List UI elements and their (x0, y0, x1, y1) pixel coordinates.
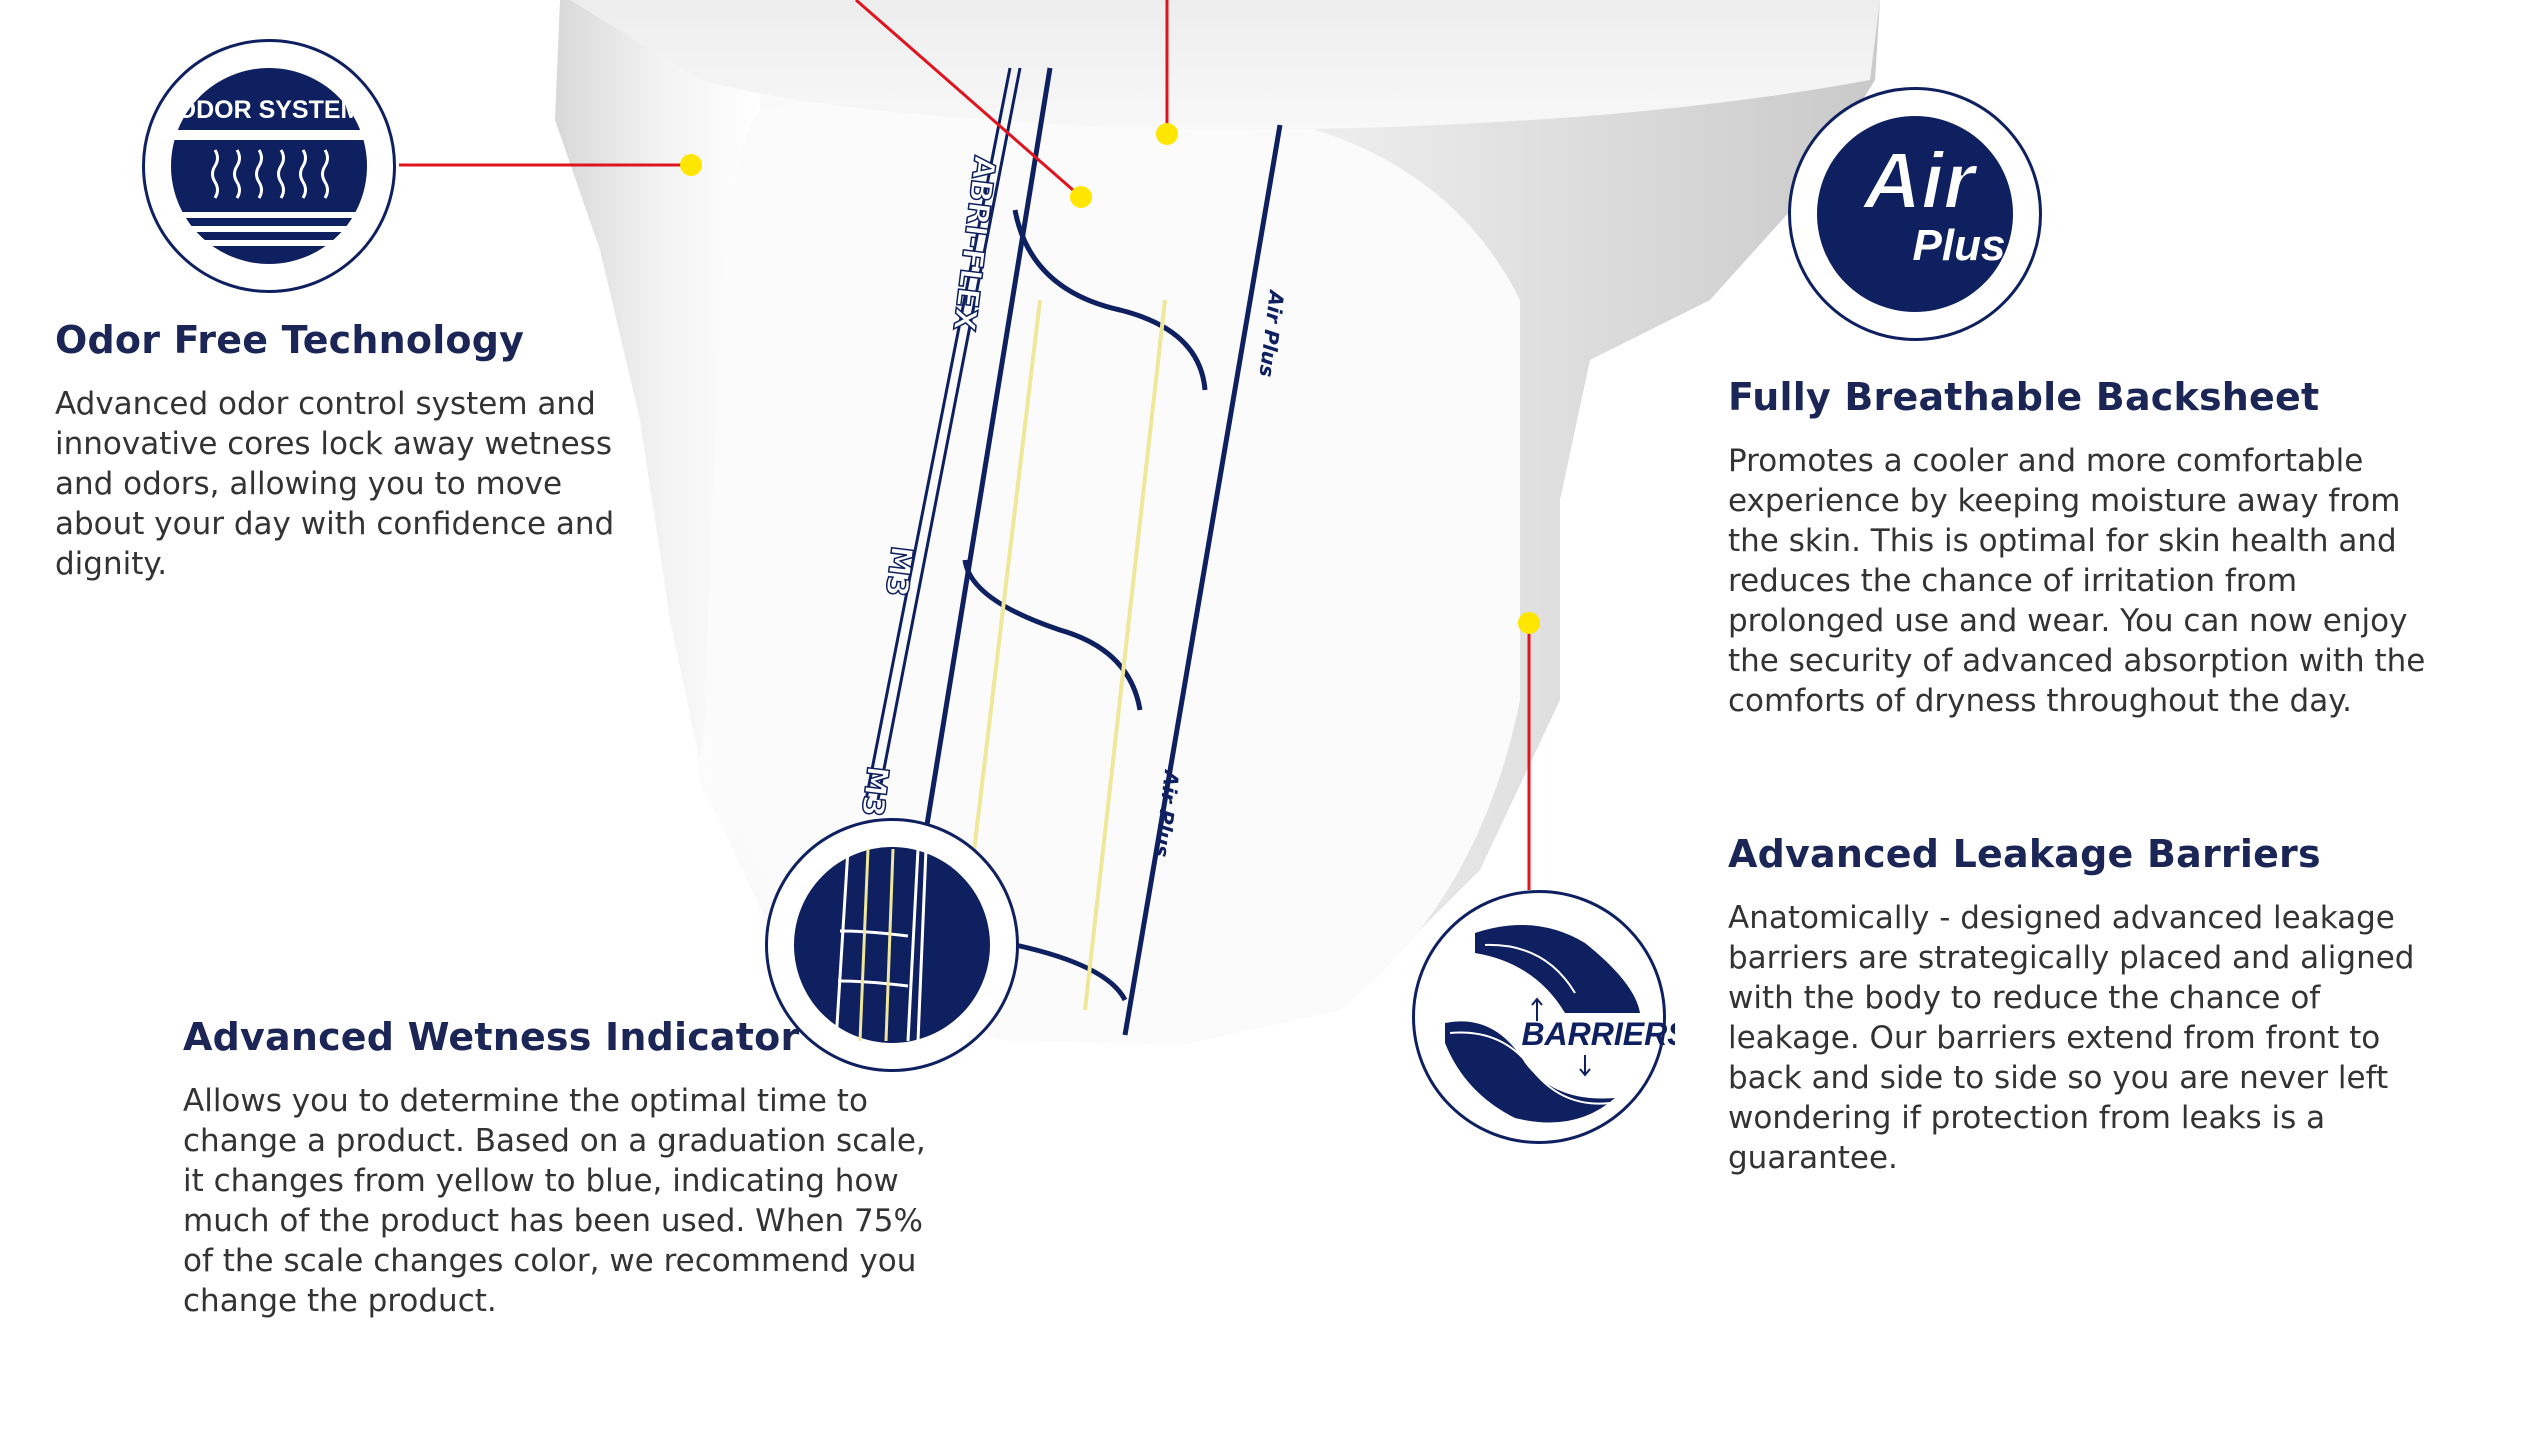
feature-odor-free: Odor Free Technology Advanced odor contr… (55, 318, 615, 584)
callout-dot (1518, 612, 1540, 634)
air-label: Air (1861, 136, 1978, 225)
feature-description: Advanced odor control system and innovat… (55, 386, 615, 582)
callout-dot (680, 154, 702, 176)
feature-description: Promotes a cooler and more comfortable e… (1728, 443, 2426, 719)
air-plus-icon: Air Plus (1817, 116, 2013, 312)
feature-title: Odor Free Technology (55, 318, 525, 362)
feature-title: Advanced Leakage Barriers (1728, 832, 2321, 876)
print-m3-2: M3 (854, 764, 895, 819)
callout-dot (1070, 186, 1092, 208)
feature-title: Advanced Wetness Indicator (183, 1015, 800, 1059)
callout-dot (1156, 123, 1178, 145)
barriers-badge: BARRIERS (1412, 890, 1675, 1144)
callout-lines (399, 0, 1540, 890)
wetness-indicator-badge (765, 818, 1019, 1072)
feature-leakage-barriers: Advanced Leakage Barriers Anatomically -… (1728, 832, 2428, 1178)
feature-description: Anatomically - designed advanced leakage… (1728, 900, 2415, 1176)
barriers-label: BARRIERS (1521, 1016, 1675, 1052)
feature-breathable-backsheet: Fully Breathable Backsheet Promotes a co… (1728, 375, 2458, 721)
print-m3: M3 (878, 544, 919, 599)
plus-label: Plus (1913, 221, 2006, 270)
air-plus-badge: Air Plus (1788, 87, 2042, 341)
feature-wetness-indicator: Advanced Wetness Indicator Allows you to… (183, 1015, 953, 1321)
odor-system-badge: ODOR SYSTEM (142, 39, 396, 293)
barriers-icon: BARRIERS (1445, 925, 1675, 1123)
odor-system-icon: ODOR SYSTEM (171, 68, 367, 264)
feature-title: Fully Breathable Backsheet (1728, 375, 2320, 419)
pull-up-garment: ABRI-FLEX M3 M3 Air Plus Air Plus (555, 0, 1880, 1046)
navy-print-lines (864, 67, 1283, 1036)
wetness-indicator-icon (794, 847, 990, 1043)
odor-system-label: ODOR SYSTEM (177, 96, 362, 124)
feature-description: Allows you to determine the optimal time… (183, 1083, 926, 1319)
